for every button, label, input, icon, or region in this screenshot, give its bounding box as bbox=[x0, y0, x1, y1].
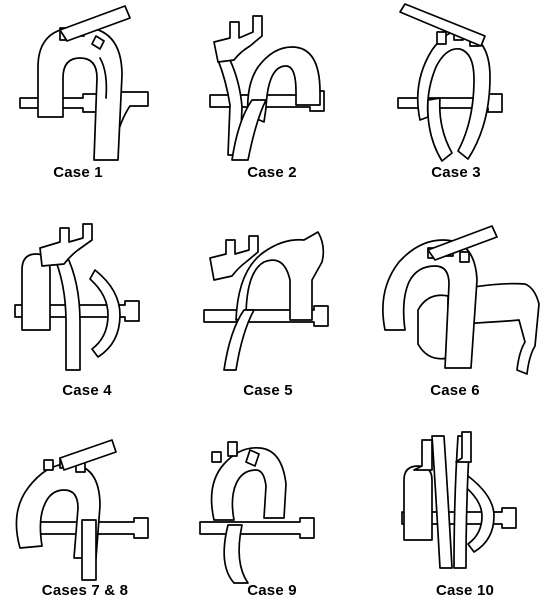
cases-7-8-branch-1 bbox=[44, 460, 53, 470]
case-10-right-trunk bbox=[432, 436, 452, 568]
cases-7-8-diagram bbox=[16, 440, 148, 580]
case-6-branch-3 bbox=[460, 252, 469, 262]
case-2-diagram bbox=[210, 16, 324, 160]
case-1-label: Case 1 bbox=[53, 164, 103, 181]
case-3-aortic-arch bbox=[418, 31, 490, 159]
case-9-pulmonary-artery bbox=[200, 518, 314, 538]
case-10-right-arch bbox=[404, 466, 432, 540]
case-9-label: Case 9 bbox=[247, 582, 297, 599]
case-10-label: Case 10 bbox=[436, 582, 494, 599]
case-2-label: Case 2 bbox=[247, 164, 297, 181]
case-3-branch-1 bbox=[437, 32, 446, 44]
case-1-aortic-arch bbox=[38, 27, 122, 160]
case-5-diagram bbox=[204, 232, 328, 370]
case-4-branches bbox=[40, 224, 92, 266]
case-5-label: Case 5 bbox=[243, 382, 293, 399]
cases-7-8-subclavian bbox=[60, 440, 116, 470]
cases-7-8-label: Cases 7 & 8 bbox=[42, 582, 128, 599]
case-4-label: Case 4 bbox=[62, 382, 112, 399]
case-1-diagram bbox=[20, 6, 148, 160]
case-2-branch-head bbox=[214, 16, 262, 62]
case-4-diagram bbox=[15, 224, 139, 370]
case-6-label: Case 6 bbox=[430, 382, 480, 399]
case-9-diagram bbox=[200, 442, 314, 583]
case-3-diagram bbox=[398, 4, 502, 161]
case-6-left-vessel bbox=[418, 295, 448, 358]
case-3-label: Case 3 bbox=[431, 164, 481, 181]
case-6-diagram bbox=[383, 226, 539, 374]
case-10-diagram bbox=[402, 432, 516, 568]
cases-7-8-descending-aorta bbox=[82, 520, 96, 580]
